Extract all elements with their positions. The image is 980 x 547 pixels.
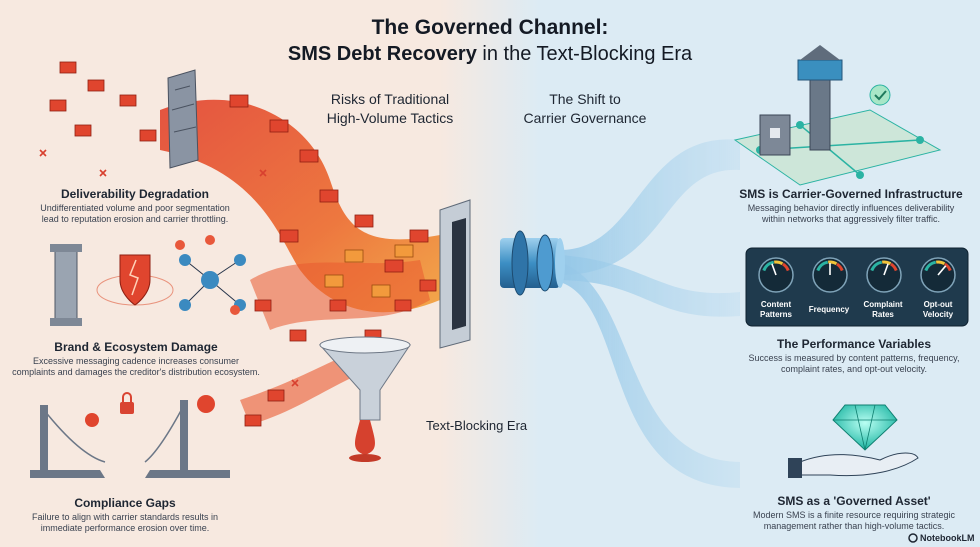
gauge-label-content-patterns: Content Patterns bbox=[750, 300, 802, 320]
gauge-label-line: Complaint bbox=[863, 300, 903, 309]
subtitle-emphasis: SMS Debt Recovery bbox=[287, 43, 477, 65]
message-flow bbox=[160, 99, 440, 425]
gauge-label-opt-out-velocity: Opt-out Velocity bbox=[910, 300, 966, 320]
main-title: The Governed Channel: bbox=[371, 16, 609, 39]
governance-section-heading: The Shift to Carrier Governance bbox=[500, 90, 670, 128]
item-body-line: Failure to align with carrier standards … bbox=[31, 512, 219, 522]
gauge-label-line: Opt-out bbox=[923, 300, 953, 309]
item-heading: SMS as a 'Governed Asset' bbox=[777, 494, 931, 508]
item-body-line: within networks that aggressively filter… bbox=[762, 214, 940, 224]
gauge-label-line: Velocity bbox=[922, 310, 954, 319]
performance-variables-block: The Performance Variables Success is mea… bbox=[736, 337, 972, 375]
governance-pipe-icon bbox=[500, 230, 565, 296]
item-heading: Brand & Ecosystem Damage bbox=[54, 340, 218, 354]
filter-gate-icon bbox=[439, 199, 471, 349]
item-body-line: Success is measured by content patterns,… bbox=[748, 353, 960, 363]
risks-heading-line2: High-Volume Tactics bbox=[326, 110, 454, 126]
item-body-line: Undifferentiated volume and poor segment… bbox=[40, 203, 230, 213]
gauge-dial-icon bbox=[920, 257, 956, 293]
item-heading: The Performance Variables bbox=[776, 337, 932, 351]
gauge-label-line: Patterns bbox=[759, 310, 792, 319]
gauge-dial-icon bbox=[758, 257, 794, 293]
brand-ecosystem-damage-block: Brand & Ecosystem Damage Excessive messa… bbox=[6, 340, 266, 378]
item-body-line: Excessive messaging cadence increases co… bbox=[32, 356, 240, 366]
brand-logo-icon bbox=[908, 533, 918, 543]
carrier-governed-infrastructure-block: SMS is Carrier-Governed Infrastructure M… bbox=[726, 187, 976, 225]
governance-heading-line2: Carrier Governance bbox=[523, 110, 647, 126]
governed-asset-block: SMS as a 'Governed Asset' Modern SMS is … bbox=[736, 494, 972, 532]
item-heading: SMS is Carrier-Governed Infrastructure bbox=[739, 187, 963, 201]
broken-bridge-icon bbox=[30, 392, 230, 478]
item-body-line: lead to reputation erosion and carrier t… bbox=[41, 214, 229, 224]
diamond-hand-icon bbox=[788, 404, 919, 478]
gauge-label-line: Frequency bbox=[808, 305, 850, 314]
control-tower-icon bbox=[733, 45, 942, 186]
funnel-icon bbox=[318, 336, 411, 462]
item-body-line: complaint rates, and opt-out velocity. bbox=[781, 364, 927, 374]
brand-name: NotebookLM bbox=[920, 533, 975, 543]
gauge-panel bbox=[745, 247, 969, 327]
item-body-line: immediate performance erosion over time. bbox=[40, 523, 210, 533]
risks-heading-line1: Risks of Traditional bbox=[330, 91, 450, 107]
item-body-line: Messaging behavior directly influences d… bbox=[747, 203, 955, 213]
stone-wall-icon bbox=[167, 69, 199, 169]
risks-section-heading: Risks of Traditional High-Volume Tactics bbox=[300, 90, 480, 128]
gauge-label-complaint-rates: Complaint Rates bbox=[857, 300, 909, 320]
gauge-label-line: Content bbox=[760, 300, 792, 309]
gauge-label-frequency: Frequency bbox=[803, 305, 855, 315]
ecosystem-damage-icons bbox=[50, 235, 246, 326]
envelope-icons bbox=[39, 61, 437, 427]
item-body-line: Modern SMS is a finite resource requirin… bbox=[752, 510, 956, 520]
deliverability-degradation-block: Deliverability Degradation Undifferentia… bbox=[20, 187, 250, 225]
gauge-dial-icon bbox=[866, 257, 902, 293]
gauge-label-line: Rates bbox=[872, 310, 894, 319]
subtitle-rest: in the Text-Blocking Era bbox=[476, 43, 693, 65]
item-body-line: complaints and damages the creditor's di… bbox=[12, 367, 260, 377]
item-body-line: management rather than high-volume tacti… bbox=[763, 521, 945, 531]
compliance-gaps-block: Compliance Gaps Failure to align with ca… bbox=[10, 496, 240, 534]
gauge-dial-icon bbox=[812, 257, 848, 293]
item-heading: Deliverability Degradation bbox=[60, 187, 210, 201]
text-blocking-era-label: Text-Blocking Era bbox=[426, 418, 528, 433]
governance-streams bbox=[560, 139, 740, 488]
item-heading: Compliance Gaps bbox=[74, 496, 176, 510]
main-subtitle: SMS Debt Recovery in the Text-Blocking E… bbox=[0, 43, 980, 66]
governance-heading-line1: The Shift to bbox=[549, 91, 621, 107]
